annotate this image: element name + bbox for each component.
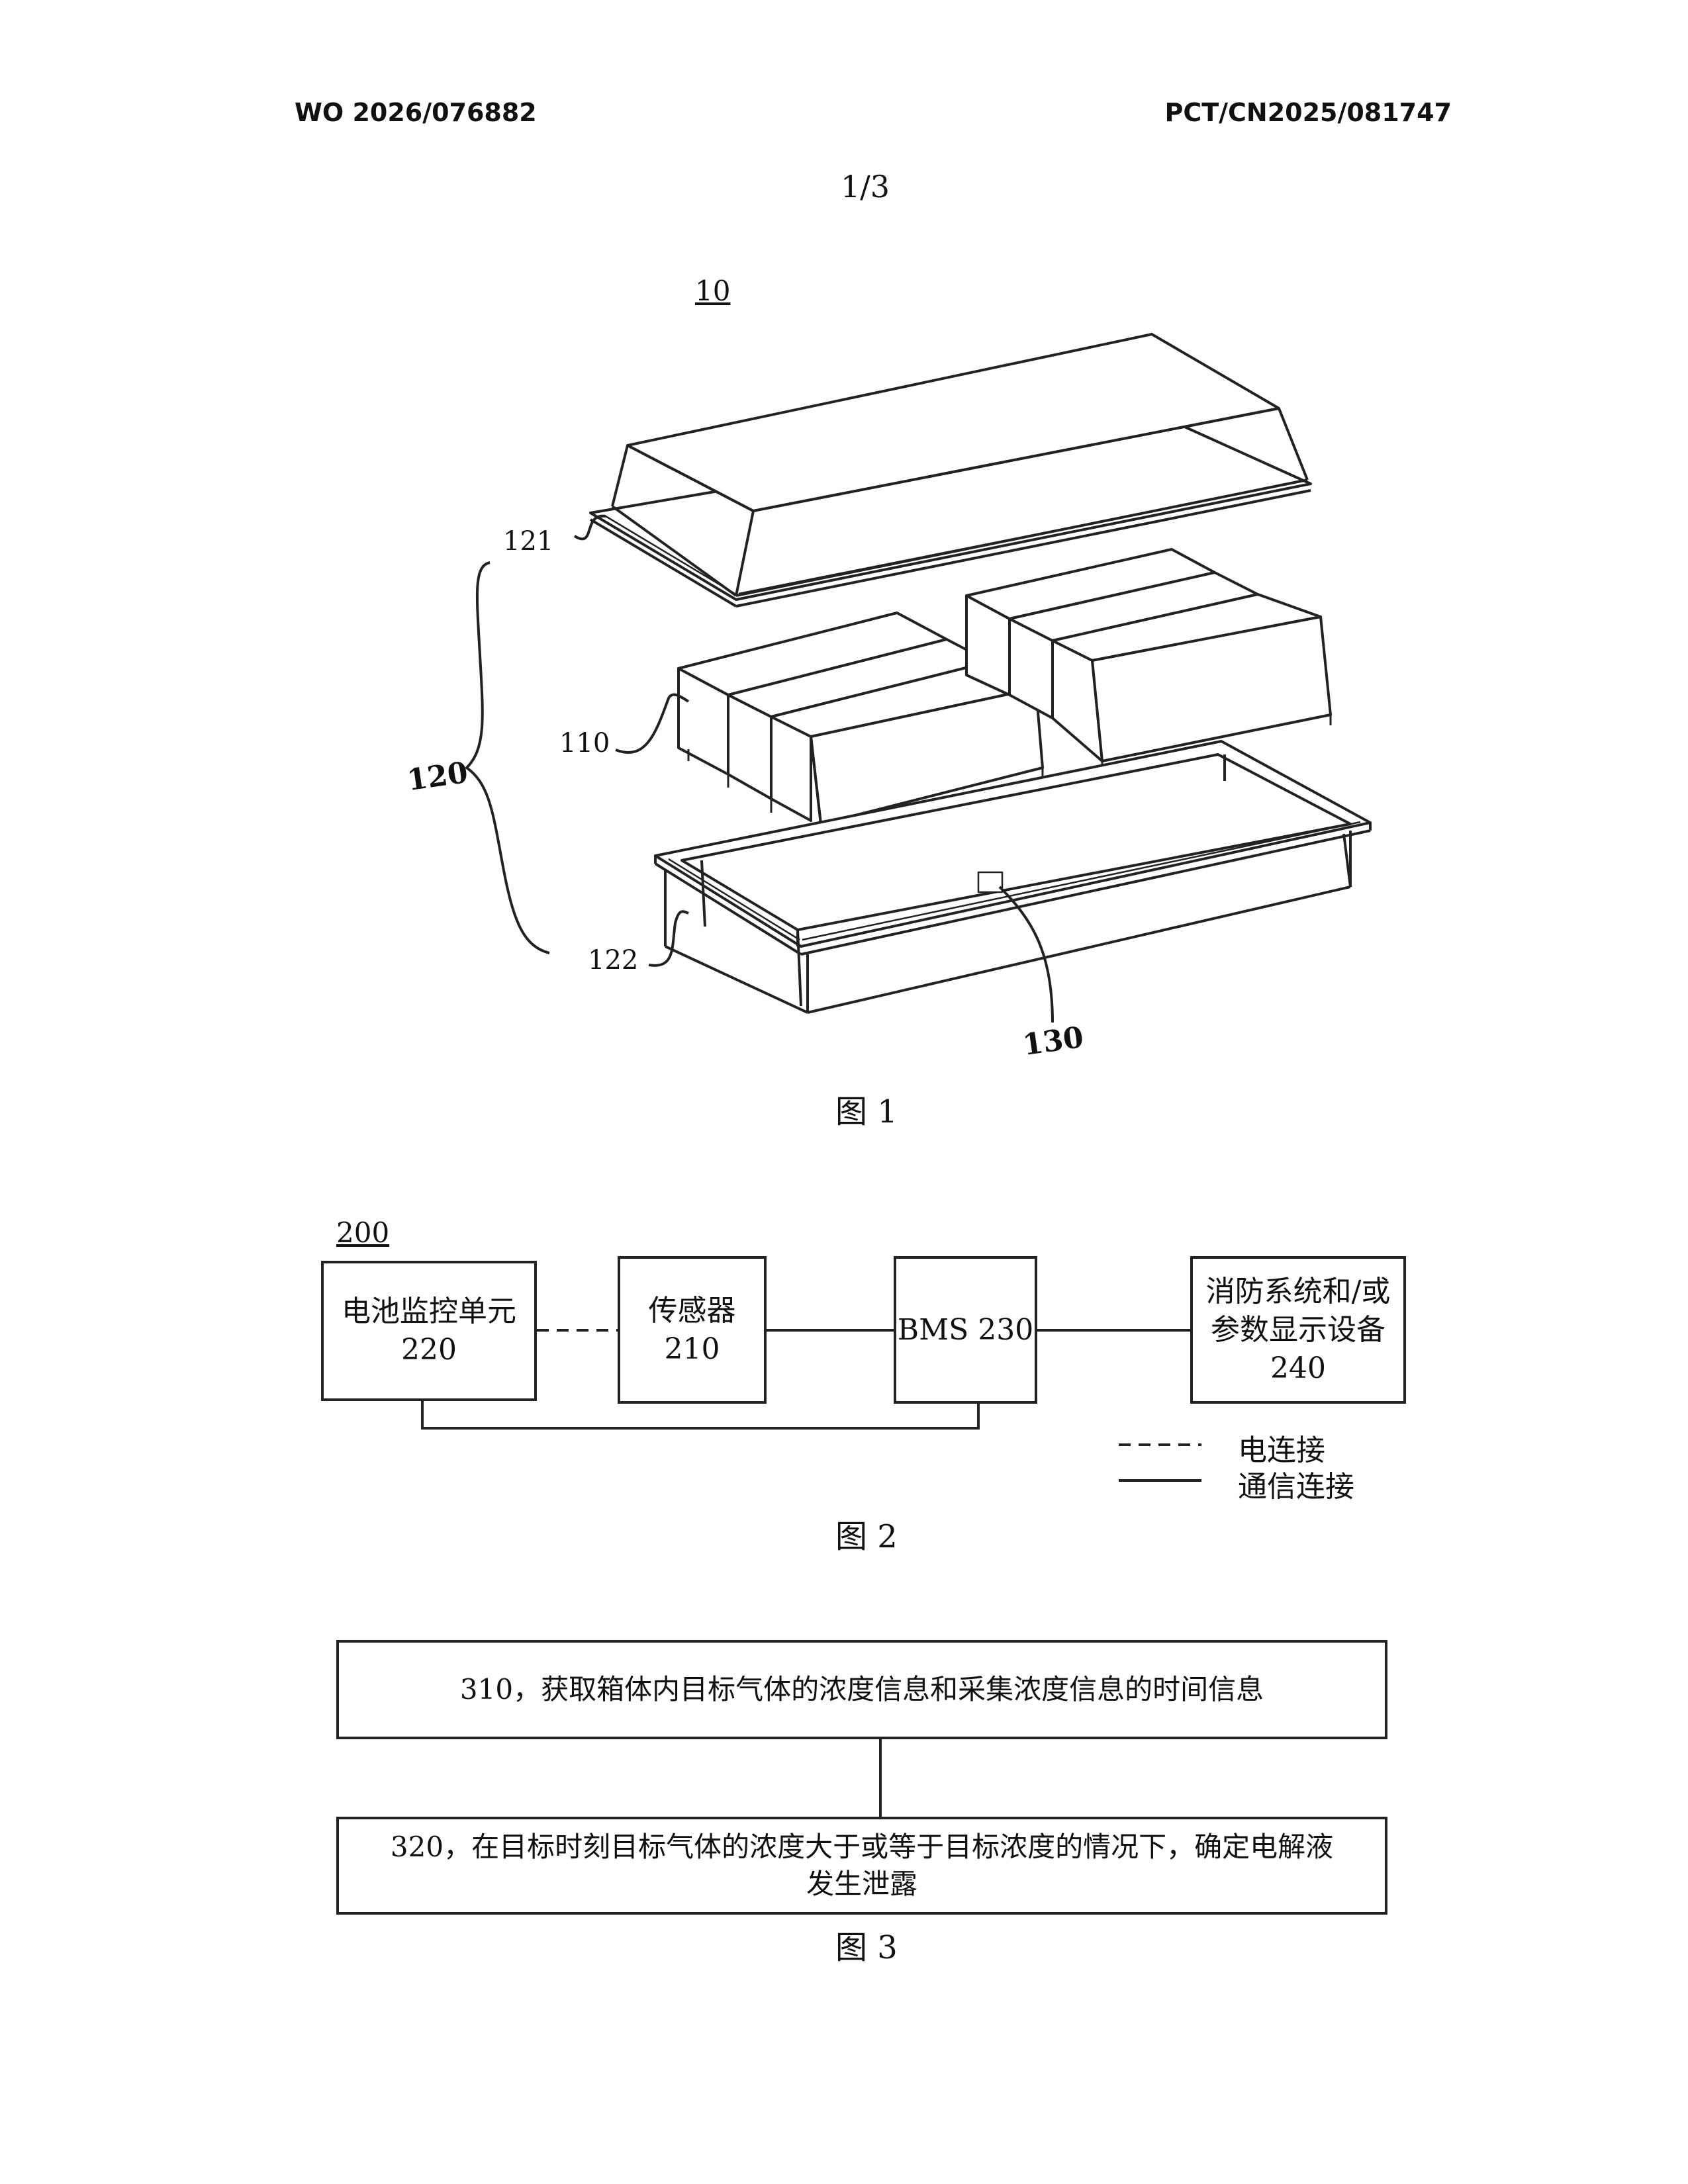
fig1-ref-10: 10 (695, 275, 730, 307)
box-240-number: 240 (1270, 1349, 1326, 1388)
box-240-line1: 消防系统和/或 (1206, 1273, 1391, 1311)
sensor-box: 传感器 210 (618, 1256, 767, 1404)
box-220-name: 电池监控单元 (342, 1293, 516, 1331)
step-320-box: 320，在目标时刻目标气体的浓度大于或等于目标浓度的情况下，确定电解液 发生泄露 (336, 1817, 1387, 1915)
label-110: 110 (559, 728, 610, 758)
fig2-ref-200: 200 (336, 1216, 389, 1249)
step-310-text: 310，获取箱体内目标气体的浓度信息和采集浓度信息的时间信息 (460, 1670, 1264, 1709)
step-320-text-line1: 320，在目标时刻目标气体的浓度大于或等于目标浓度的情况下，确定电解液 (391, 1829, 1333, 1866)
leader-122 (649, 911, 688, 966)
box-240-line2: 参数显示设备 (1211, 1311, 1385, 1349)
fig2-caption: 图 2 (835, 1510, 898, 1557)
step-310-box: 310，获取箱体内目标气体的浓度信息和采集浓度信息的时间信息 (336, 1640, 1387, 1739)
box-220-number: 220 (401, 1331, 457, 1369)
bms-box: BMS 230 (894, 1256, 1037, 1404)
sensor-130-marker (978, 872, 1002, 892)
label-121: 121 (503, 526, 553, 557)
battery-monitoring-unit-box: 电池监控单元 220 (321, 1261, 537, 1401)
brace-120 (467, 563, 549, 953)
fig3-caption: 图 3 (835, 1921, 898, 1968)
step-320-text-line2: 发生泄露 (806, 1866, 917, 1903)
box-230-label: BMS 230 (898, 1311, 1034, 1349)
fire-system-display-box: 消防系统和/或 参数显示设备 240 (1190, 1256, 1406, 1404)
label-122: 122 (588, 945, 638, 976)
legend-communication-label: 通信连接 (1238, 1463, 1354, 1505)
box-210-number: 210 (665, 1330, 720, 1369)
leader-130 (1000, 887, 1053, 1023)
box-210-name: 传感器 (649, 1292, 736, 1330)
fig1-caption: 图 1 (835, 1085, 898, 1132)
